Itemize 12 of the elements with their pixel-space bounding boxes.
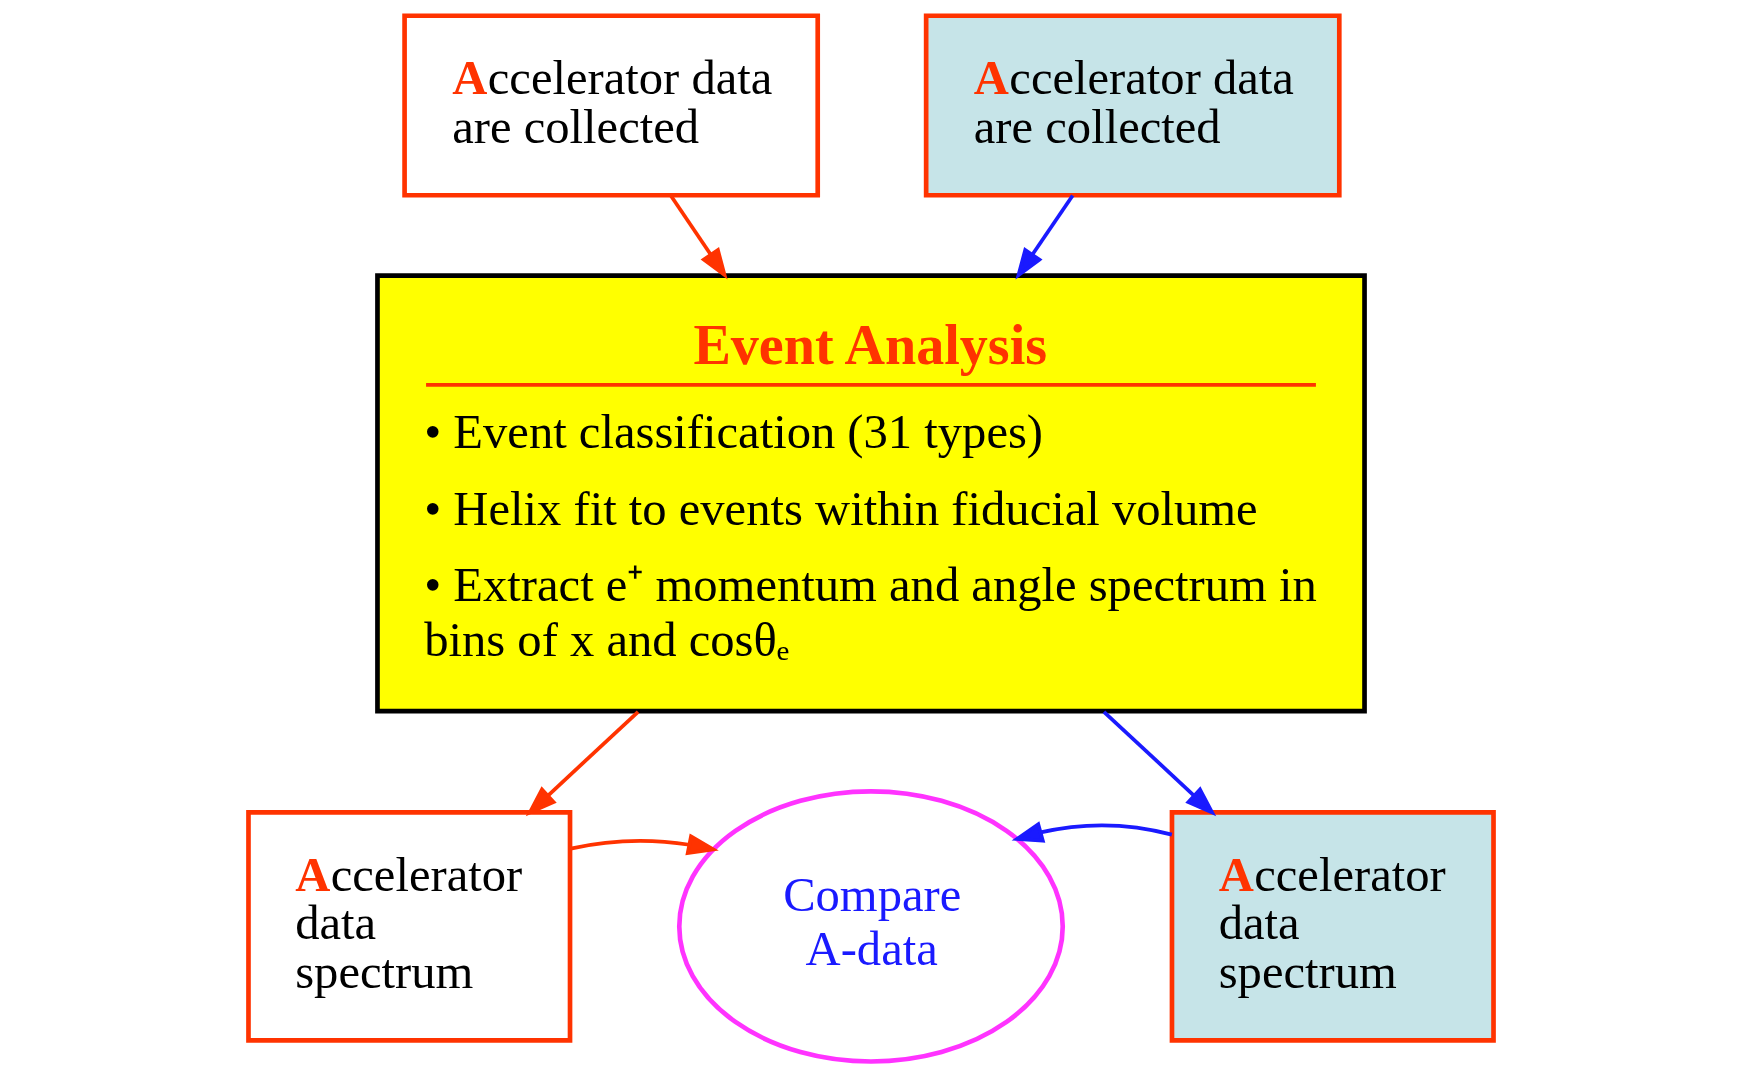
node-box: Accelerator data are collected xyxy=(923,13,1342,198)
arrow xyxy=(525,710,639,817)
node-box: Event Analysis • Event classification (31 types) • Helix fit to events within fiducial volume • Extract e⁺ momentum and angle spectrum in bins of x and cosθₑ xyxy=(374,273,1367,714)
arrow xyxy=(1011,821,1172,843)
node-box: Accelerator data spectrum xyxy=(1169,810,1496,1043)
node-box: Accelerator data spectrum xyxy=(245,810,572,1043)
arrow xyxy=(668,194,728,280)
arrow xyxy=(569,833,719,856)
node-ellipse: Compare A-data xyxy=(676,789,1065,1064)
node-box: Accelerator data are collected xyxy=(401,13,820,198)
arrow xyxy=(1102,710,1216,817)
arrow xyxy=(1014,194,1074,280)
